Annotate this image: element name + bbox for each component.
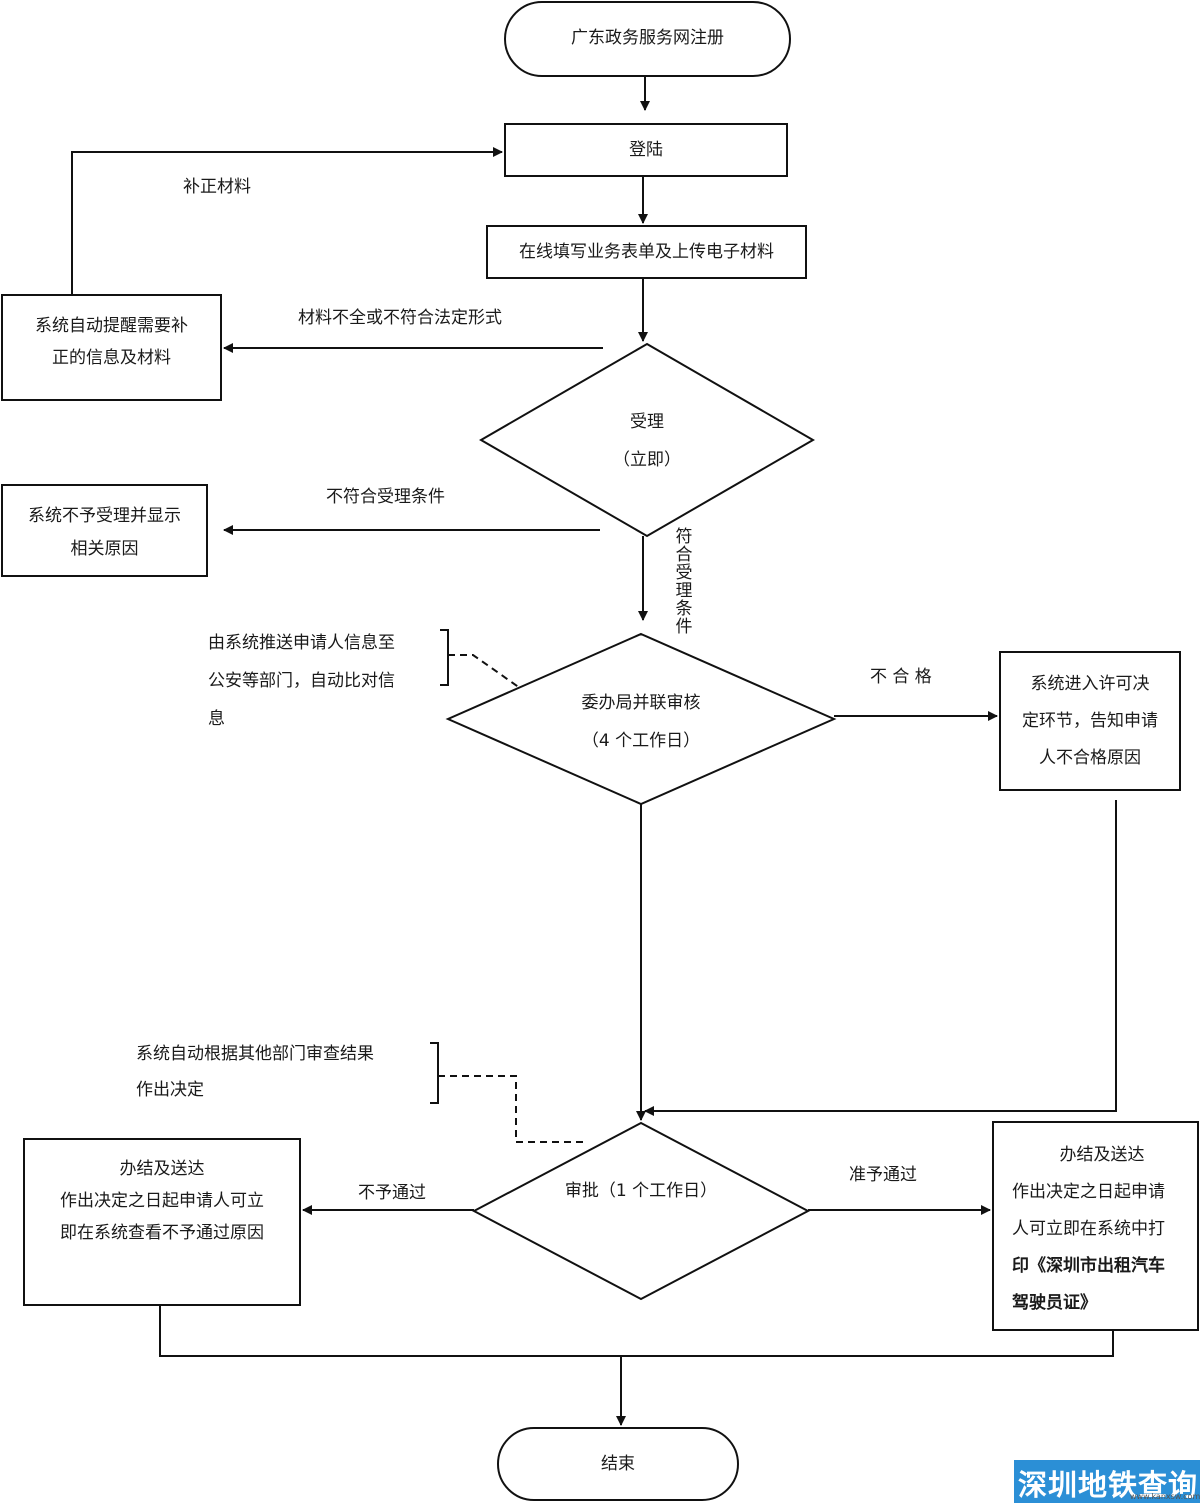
note-bracket-decide [430,1042,439,1104]
unqualified-edge-label: 不 合 格 [870,667,932,687]
end-terminator [497,1427,739,1501]
approval-decision [471,1121,811,1301]
denied-result-line: 作出决定之日起申请人可立 [60,1191,264,1211]
denied-result-label: 办结及送达 作出决定之日起申请人可立 即在系统查看不予通过原因 [24,1153,300,1249]
incomplete-edge-label: 材料不全或不符合法定形式 [298,308,502,328]
arrow-supplement-loop [71,147,503,295]
accept-label: 受理 （立即） [547,403,747,479]
eligible-char: 条 [675,599,693,619]
joint-review-label: 委办局并联审核 （4 个工作日） [531,684,751,760]
login-label: 登陆 [629,140,663,160]
eligible-edge-label: 符 合 受 理 条 件 [673,528,695,636]
note-leader-push [448,654,521,689]
reject-box [1,484,208,577]
register-label: 广东政务服务网注册 [571,28,724,48]
register-terminator [504,1,791,77]
denied-result-line: 即在系统查看不予通过原因 [60,1223,264,1243]
granted-result-line: 印《深圳市出租汽车 [1012,1256,1165,1276]
eligible-char: 件 [675,617,693,637]
remind-box [1,294,222,401]
not-eligible-edge-label: 不符合受理条件 [326,487,445,507]
watermark-bg [1014,1460,1200,1503]
push-info-line: 由系统推送申请人信息至 [208,633,395,653]
denied-result-box [23,1138,301,1306]
auto-decide-line: 作出决定 [136,1080,204,1100]
passed-edge-label: 准予通过 [849,1165,917,1185]
reject-line: 系统不予受理并显示 [28,506,181,526]
fill-form-box [486,225,807,279]
push-info-note: 由系统推送申请人信息至 公安等部门，自动比对信 息 [208,624,395,738]
note-bracket-push [440,629,449,686]
eligible-char: 符 [675,527,693,547]
watermark-url: www.kanxsw.com [1130,1492,1200,1501]
fail-notice-line: 人不合格原因 [1039,748,1141,768]
granted-result-line: 驾驶员证》 [1012,1293,1097,1313]
supplement-edge-label: 补正材料 [183,177,251,197]
accept-decision [479,342,815,538]
not-passed-edge-label: 不予通过 [358,1183,426,1203]
push-info-line: 息 [208,709,225,729]
granted-result-line: 办结及送达 [1059,1145,1145,1165]
joint-review-line: 委办局并联审核 [581,693,701,713]
eligible-char: 合 [675,545,693,565]
fail-notice-line: 定环节，告知申请 [1022,711,1158,731]
eligible-char: 理 [675,581,693,601]
remind-line: 正的信息及材料 [52,348,171,368]
fail-notice-line: 系统进入许可决 [1030,674,1150,694]
granted-result-label: 办结及送达 作出决定之日起申请 人可立即在系统中打 印《深圳市出租汽车 驾驶员证… [1012,1137,1192,1322]
fail-notice-label: 系统进入许可决 定环节，告知申请 人不合格原因 [1000,666,1180,777]
remind-label: 系统自动提醒需要补 正的信息及材料 [2,310,221,374]
granted-result-box [992,1121,1199,1331]
merge-line [159,1305,1114,1357]
remind-line: 系统自动提醒需要补 [35,316,188,336]
fill-form-label: 在线填写业务表单及上传电子材料 [519,242,774,262]
reject-line: 相关原因 [70,539,139,559]
accept-line: （立即） [613,450,681,470]
granted-result-line: 人可立即在系统中打 [1012,1219,1165,1239]
accept-line: 受理 [630,412,664,432]
denied-result-line: 办结及送达 [119,1159,205,1179]
watermark-title: 深圳地铁查询 [1018,1468,1199,1502]
note-leader-decide [438,1075,588,1143]
reject-label: 系统不予受理并显示 相关原因 [2,500,207,566]
fail-notice-box [999,651,1181,791]
joint-review-line: （4 个工作日） [581,731,701,751]
login-box [504,123,788,177]
eligible-char: 受 [675,563,693,583]
arrow-fail-return [644,800,1117,1116]
auto-decide-note: 系统自动根据其他部门审查结果 作出决定 [136,1036,374,1108]
approval-label: 审批（1 个工作日） [564,1181,718,1201]
granted-result-line: 作出决定之日起申请 [1012,1182,1165,1202]
auto-decide-line: 系统自动根据其他部门审查结果 [136,1044,374,1064]
push-info-line: 公安等部门，自动比对信 [208,671,395,691]
end-label: 结束 [601,1454,635,1474]
